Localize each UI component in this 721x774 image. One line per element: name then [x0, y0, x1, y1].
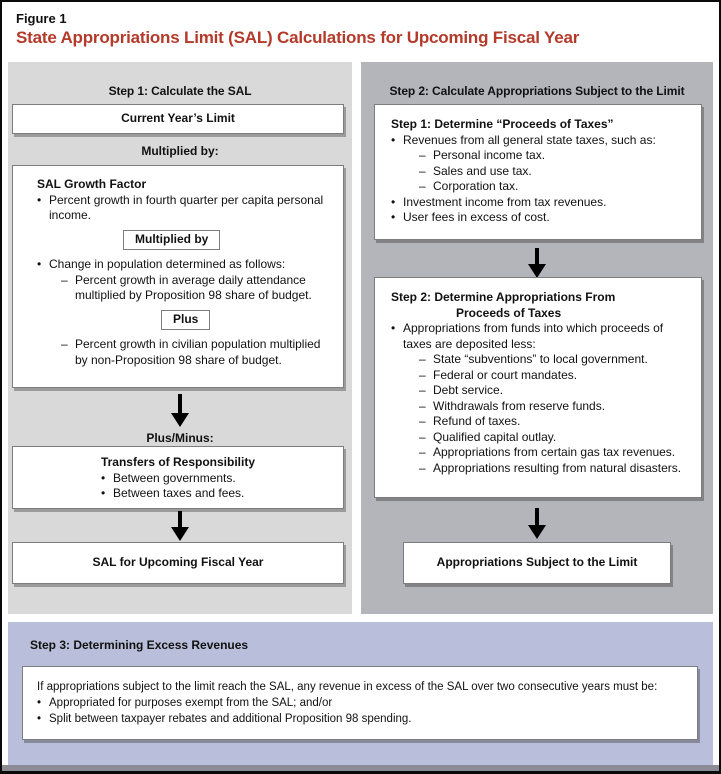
- growth-box-title: SAL Growth Factor: [37, 177, 147, 191]
- appropriations-result-text: Appropriations Subject to the Limit: [436, 555, 638, 570]
- sal-result-text: SAL for Upcoming Fiscal Year: [92, 555, 264, 570]
- excess-bullet-split: Split between taxpayer rebates and addit…: [37, 711, 683, 727]
- multiplied-by-label: Multiplied by:: [141, 144, 219, 158]
- list-item: Appropriations from funds into which pro…: [391, 321, 693, 352]
- down-arrow: [171, 394, 189, 427]
- step2-panel: Step 2: Calculate Appropriations Subject…: [361, 62, 713, 614]
- excess-revenues-box: If appropriations subject to the limit r…: [22, 666, 698, 740]
- list-item: Federal or court mandates.: [391, 368, 693, 384]
- growth-dash-civilian: Percent growth in civilian population mu…: [37, 337, 335, 368]
- arrow-head-icon: [171, 413, 189, 427]
- list-item: Appropriations from certain gas tax reve…: [391, 445, 693, 461]
- step3-panel: Step 3: Determining Excess Revenues If a…: [8, 622, 713, 766]
- arrow-stem: [178, 394, 182, 413]
- list-item: Corporation tax.: [391, 179, 693, 195]
- down-arrow: [528, 508, 546, 539]
- list-item: User fees in excess of cost.: [391, 210, 693, 226]
- down-arrow: [528, 248, 546, 278]
- step1-panel-header: Step 1: Calculate the SAL: [108, 84, 252, 98]
- transfers-bullet-governments: Between governments.: [101, 471, 255, 487]
- arrow-head-icon: [528, 264, 546, 278]
- appropriations-from-proceeds-box: Step 2: Determine Appropriations From Pr…: [374, 277, 702, 498]
- sal-growth-factor-box: SAL Growth Factor Percent growth in four…: [12, 165, 344, 388]
- transfers-box: Transfers of Responsibility Between gove…: [12, 446, 344, 509]
- step3-panel-header: Step 3: Determining Excess Revenues: [30, 638, 249, 652]
- appropriations-box-title-line1: Step 2: Determine Appropriations From: [391, 290, 616, 304]
- growth-bullet-income: Percent growth in fourth quarter per cap…: [37, 193, 335, 224]
- arrow-stem: [178, 511, 182, 527]
- figure-title: State Appropriations Limit (SAL) Calcula…: [16, 28, 580, 47]
- figure-label: Figure 1: [16, 11, 67, 26]
- list-item: Qualified capital outlay.: [391, 430, 693, 446]
- appropriations-result-box: Appropriations Subject to the Limit: [403, 542, 671, 584]
- arrow-stem: [535, 248, 539, 264]
- arrow-stem: [535, 508, 539, 525]
- transfers-bullet-taxes-fees: Between taxes and fees.: [101, 486, 255, 502]
- proceeds-box-title: Step 1: Determine “Proceeds of Taxes”: [391, 117, 614, 131]
- proceeds-of-taxes-box: Step 1: Determine “Proceeds of Taxes” Re…: [374, 104, 702, 240]
- current-year-limit-text: Current Year’s Limit: [121, 111, 235, 126]
- step1-panel: Step 1: Calculate the SAL Current Year’s…: [8, 62, 352, 614]
- multiplied-by-tag: Multiplied by: [123, 229, 221, 250]
- plus-minus-label: Plus/Minus:: [146, 431, 214, 445]
- appropriations-box-title-line2: Proceeds of Taxes: [456, 305, 562, 320]
- list-item: Debt service.: [391, 383, 693, 399]
- list-item: Revenues from all general state taxes, s…: [391, 133, 693, 149]
- excess-revenues-intro: If appropriations subject to the limit r…: [37, 681, 658, 693]
- list-item: Withdrawals from reserve funds.: [391, 399, 693, 415]
- step2-panel-header: Step 2: Calculate Appropriations Subject…: [389, 84, 685, 98]
- growth-bullet-population: Change in population determined as follo…: [37, 257, 335, 273]
- growth-dash-attendance: Percent growth in average daily attendan…: [37, 273, 335, 304]
- list-item: Investment income from tax revenues.: [391, 195, 693, 211]
- list-item: Sales and use tax.: [391, 164, 693, 180]
- arrow-head-icon: [528, 525, 546, 539]
- transfers-box-title: Transfers of Responsibility: [100, 455, 256, 469]
- down-arrow: [171, 511, 189, 541]
- list-item: State “subventions” to local government.: [391, 352, 693, 368]
- plus-tag: Plus: [161, 309, 211, 330]
- sal-result-box: SAL for Upcoming Fiscal Year: [12, 542, 344, 584]
- current-year-limit-box: Current Year’s Limit: [12, 104, 344, 134]
- arrow-head-icon: [171, 527, 189, 541]
- list-item: Refund of taxes.: [391, 414, 693, 430]
- excess-bullet-exempt: Appropriated for purposes exempt from th…: [37, 695, 683, 711]
- list-item: Personal income tax.: [391, 148, 693, 164]
- list-item: Appropriations resulting from natural di…: [391, 461, 693, 477]
- bottom-bar: [2, 765, 719, 771]
